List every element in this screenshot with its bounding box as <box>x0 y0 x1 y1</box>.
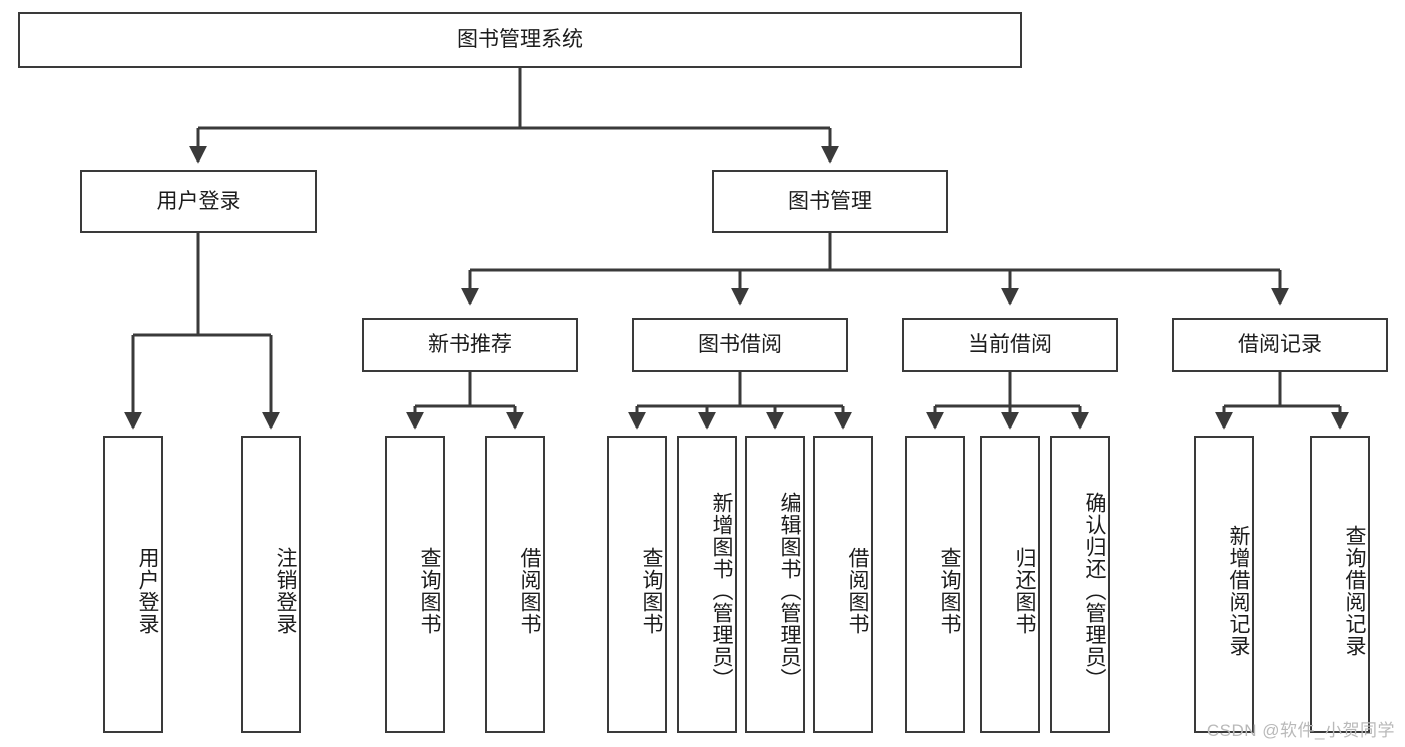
node-book-borrow[interactable]: 图书借阅 <box>632 318 848 372</box>
node-label: 借阅记录 <box>1238 333 1322 357</box>
node-label: 归还图书 <box>1013 546 1036 635</box>
node-label: 查询借阅记录 <box>1343 524 1366 657</box>
node-label: 查询图书 <box>938 546 961 635</box>
leaf-current-borrow-confirm-return[interactable]: 确认归还（管理员） <box>1050 436 1110 733</box>
leaf-user-login-logout[interactable]: 注销登录 <box>241 436 301 733</box>
node-new-book-recommend[interactable]: 新书推荐 <box>362 318 578 372</box>
node-label: 注销登录 <box>274 546 297 635</box>
node-label: 查询图书 <box>640 546 663 635</box>
node-label: 借阅图书 <box>846 546 869 635</box>
leaf-new-book-query[interactable]: 查询图书 <box>385 436 445 733</box>
leaf-new-book-borrow[interactable]: 借阅图书 <box>485 436 545 733</box>
leaf-book-borrow-query[interactable]: 查询图书 <box>607 436 667 733</box>
node-label: 新书推荐 <box>428 333 512 357</box>
node-label: 当前借阅 <box>968 333 1052 357</box>
node-root-system[interactable]: 图书管理系统 <box>18 12 1022 68</box>
node-label: 确认归还（管理员） <box>1083 491 1106 690</box>
node-label: 图书借阅 <box>698 333 782 357</box>
leaf-book-borrow-edit[interactable]: 编辑图书（管理员） <box>745 436 805 733</box>
node-label: 图书管理 <box>788 189 872 213</box>
leaf-book-borrow-borrow[interactable]: 借阅图书 <box>813 436 873 733</box>
node-label: 图书管理系统 <box>457 28 583 52</box>
node-label: 新增图书（管理员） <box>710 491 733 690</box>
watermark-text: CSDN @软件_小贺同学 <box>1206 721 1395 740</box>
node-current-borrow[interactable]: 当前借阅 <box>902 318 1118 372</box>
node-label: 新增借阅记录 <box>1227 524 1250 657</box>
node-label: 借阅图书 <box>518 546 541 635</box>
node-label: 查询图书 <box>418 546 441 635</box>
leaf-current-borrow-return[interactable]: 归还图书 <box>980 436 1040 733</box>
node-user-login[interactable]: 用户登录 <box>80 170 317 233</box>
leaf-borrow-record-add[interactable]: 新增借阅记录 <box>1194 436 1254 733</box>
leaf-borrow-record-query[interactable]: 查询借阅记录 <box>1310 436 1370 733</box>
node-book-manage[interactable]: 图书管理 <box>712 170 948 233</box>
leaf-book-borrow-add[interactable]: 新增图书（管理员） <box>677 436 737 733</box>
node-label: 编辑图书（管理员） <box>778 491 801 690</box>
leaf-current-borrow-query[interactable]: 查询图书 <box>905 436 965 733</box>
node-label: 用户登录 <box>136 546 159 635</box>
leaf-user-login-login[interactable]: 用户登录 <box>103 436 163 733</box>
node-label: 用户登录 <box>156 189 241 213</box>
node-borrow-record[interactable]: 借阅记录 <box>1172 318 1388 372</box>
